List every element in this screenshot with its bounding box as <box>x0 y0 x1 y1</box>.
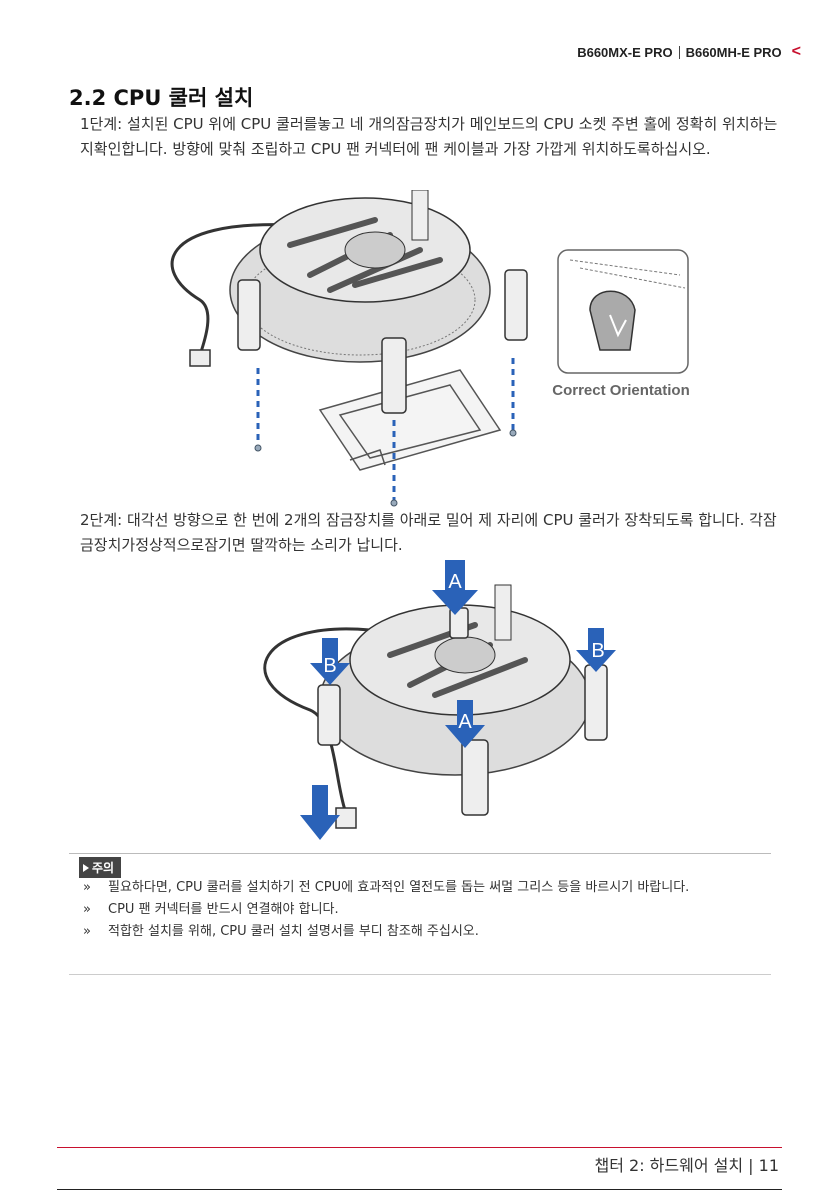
step2-text: 2단계: 대각선 방향으로 한 번에 2개의 잠금장치를 아래로 밀어 제 자리… <box>80 511 777 554</box>
orientation-callout <box>557 249 689 374</box>
footer-bottom-rule <box>57 1189 782 1190</box>
chevron-left-icon: < <box>791 43 801 60</box>
fan-connector-illustration <box>335 807 357 829</box>
page-header: B660MX-E PRO B660MH-E PRO < <box>577 43 801 61</box>
cpu-socket-illustration <box>318 369 502 471</box>
label-a-center: A <box>458 711 472 733</box>
label-a-top: A <box>448 571 462 593</box>
caution-badge: 주의 <box>79 857 122 878</box>
heatsink-illustration <box>229 190 491 363</box>
fan-cable-illustration <box>170 223 291 356</box>
step1-text: 1단계: 설치된 CPU 위에 CPU 쿨러를놓고 네 개의잠금장치가 메인보드… <box>80 115 778 158</box>
list-item: »필요하다면, CPU 쿨러를 설치하기 전 CPU에 효과적인 열전도를 돕는… <box>83 880 690 895</box>
fan-connector-illustration <box>189 349 211 367</box>
section-title: 2.2 CPU 쿨러 설치 <box>69 86 254 110</box>
header-separator <box>678 45 680 59</box>
caution-box: 주의 »필요하다면, CPU 쿨러를 설치하기 전 CPU에 효과적인 열전도를… <box>69 853 771 975</box>
push-pin-illustration <box>237 269 528 414</box>
label-b-right: B <box>591 640 604 662</box>
bullet-icon: » <box>83 924 91 939</box>
caution-list: »필요하다면, CPU 쿨러를 설치하기 전 CPU에 효과적인 열전도를 돕는… <box>83 878 763 944</box>
fan-cable-illustration <box>263 627 371 811</box>
caution-label: 주의 <box>92 861 115 875</box>
cooler-locking-figure: A B B A <box>263 560 616 840</box>
list-item: »적합한 설치를 위해, CPU 쿨러 설치 설명서를 부디 참조해 주십시오. <box>83 924 479 939</box>
footer-divider <box>57 1147 782 1148</box>
bullet-icon: » <box>83 880 91 895</box>
mount-hole-markers <box>254 429 517 507</box>
correct-orientation-label: Correct Orientation <box>552 382 690 399</box>
push-pin-illustration <box>317 607 608 816</box>
push-arrow-icon <box>300 560 616 840</box>
page-footer: 챕터 2: 하드웨어 설치 | 11 <box>594 1156 779 1175</box>
cooler-placement-figure: Correct Orientation <box>170 190 690 507</box>
alignment-guide-lines <box>256 358 515 500</box>
model-name-1: B660MX-E PRO <box>577 44 673 60</box>
label-b-left: B <box>323 655 336 677</box>
model-name-2: B660MH-E PRO <box>685 44 782 60</box>
bullet-icon: » <box>83 902 91 917</box>
list-item: »CPU 팬 커넥터를 반드시 연결해야 합니다. <box>83 902 339 917</box>
play-triangle-icon <box>83 863 89 872</box>
